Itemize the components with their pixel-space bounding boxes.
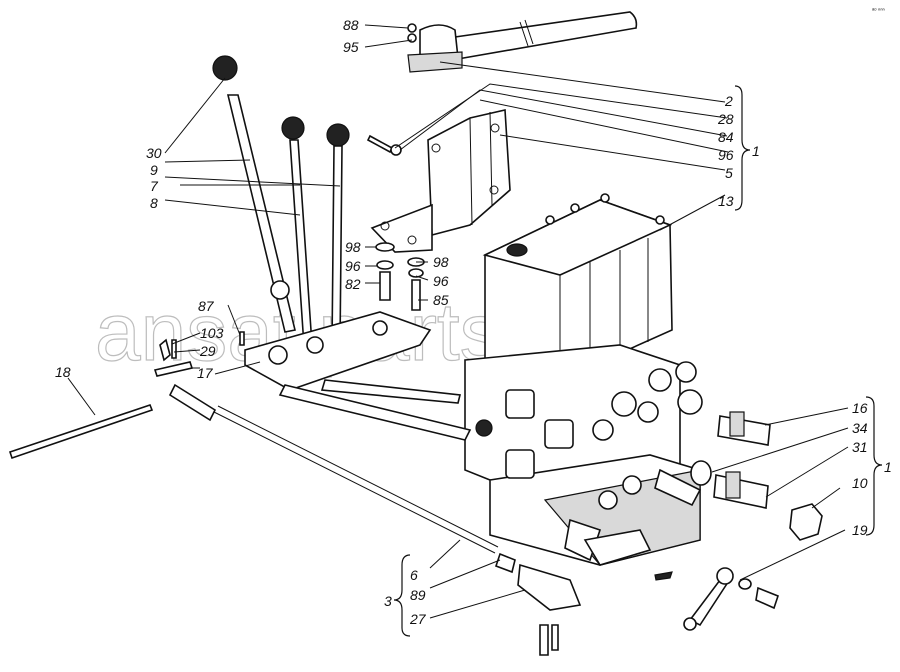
callout-1-right: 1 [884,459,892,475]
callout-27: 27 [409,611,427,627]
fitting-31 [713,471,769,509]
bolt-84 [366,134,402,156]
callout-96: 96 [718,147,734,163]
callout-3: 3 [384,593,392,609]
callout-29: 29 [199,343,216,359]
callout-103: 103 [200,325,224,341]
callout-98-left: 98 [345,239,361,255]
rod-18 [8,404,154,460]
brace-3 [393,554,411,637]
washers-bolts [375,242,425,311]
callout-84: 84 [718,129,734,145]
callout-31: 31 [852,439,868,455]
callout-30: 30 [146,145,162,161]
callout-17: 17 [197,365,214,381]
callout-34: 34 [852,420,868,436]
callout-18: 18 [55,364,71,380]
callout-28: 28 [717,111,734,127]
callout-16: 16 [852,400,868,416]
callout-2: 2 [724,93,733,109]
nut-10 [789,503,823,541]
callout-13: 13 [718,193,734,209]
callout-89: 89 [410,587,426,603]
callout-85: 85 [433,292,449,308]
callout-82: 82 [345,276,361,292]
key-part [654,571,673,581]
callout-88: 88 [343,17,359,33]
hand-lever-part [407,11,638,73]
callout-19: 19 [852,522,868,538]
corner-mark: ᵃᵒ ⁿⁿⁿ [872,7,885,14]
valve-body [464,344,703,566]
rod-with-fork [168,383,582,656]
callout-7: 7 [150,178,159,194]
lever-assembly [212,55,472,441]
distributor-housing [482,193,673,381]
callout-1-top: 1 [752,143,760,159]
callout-8: 8 [150,195,158,211]
callout-5: 5 [725,165,733,181]
callout-96-right: 96 [433,273,449,289]
callout-96-left: 96 [345,258,361,274]
callout-6: 6 [410,567,418,583]
ring-34 [690,460,712,486]
callout-98-right: 98 [433,254,449,270]
callout-10: 10 [852,475,868,491]
callouts: 88 95 2 28 84 96 5 13 1 30 9 7 8 98 96 8… [55,17,892,627]
pins-part [153,331,245,377]
callout-9: 9 [150,162,158,178]
lever-19 [683,567,779,631]
callout-87: 87 [198,298,215,314]
bracket-part [370,109,511,253]
fitting-16 [717,411,771,446]
brace-1-right [865,396,883,536]
leader-lines [67,24,849,619]
callout-95: 95 [343,39,359,55]
brace-1-top [734,85,751,211]
